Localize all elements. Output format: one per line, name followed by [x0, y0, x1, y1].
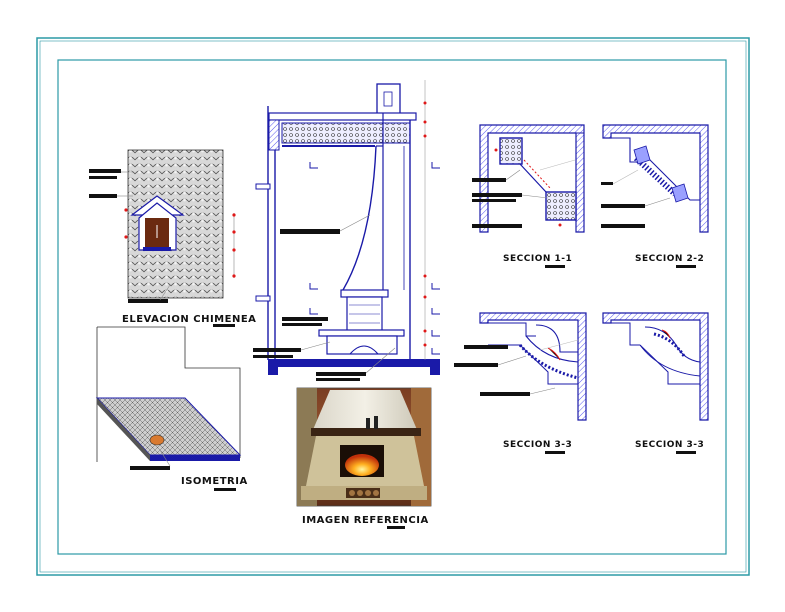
scale-bar: [387, 526, 405, 529]
seccion-3-3-a-label: SECCION 3-3: [503, 440, 572, 450]
main-section-drawing: [253, 80, 440, 381]
isometria-label: ISOMETRIA: [181, 476, 248, 487]
seccion-1-1-label: SECCION 1-1: [503, 254, 572, 264]
scale-bar: [676, 451, 696, 454]
isometria-drawing: [95, 326, 242, 470]
sheet-frame: [36, 37, 750, 576]
elevacion-chimenea-label: ELEVACION CHIMENEA: [122, 314, 256, 325]
reference-photo: [296, 387, 432, 507]
scale-bar: [213, 324, 235, 327]
elevacion-chimenea-drawing: [89, 149, 236, 303]
seccion-3-3-b-drawing: [602, 312, 709, 421]
seccion-1-1-drawing: [472, 124, 585, 233]
scale-bar: [214, 488, 236, 491]
seccion-3-3-a-drawing: [454, 312, 587, 421]
seccion-2-2-drawing: [601, 124, 709, 233]
scale-bar: [545, 451, 565, 454]
scale-bar: [545, 265, 565, 268]
seccion-2-2-label: SECCION 2-2: [635, 254, 704, 264]
imagen-referencia-label: IMAGEN REFERENCIA: [302, 515, 429, 526]
seccion-3-3-b-label: SECCION 3-3: [635, 440, 704, 450]
scale-bar: [676, 265, 696, 268]
